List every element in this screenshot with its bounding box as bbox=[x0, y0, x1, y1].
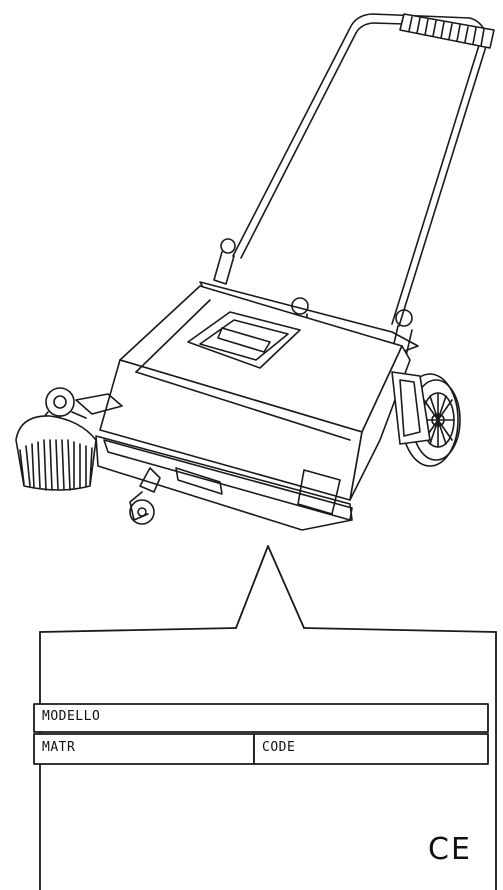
code-field bbox=[253, 733, 489, 765]
matr-label: MATR bbox=[42, 739, 76, 756]
modello-label: MODELLO bbox=[42, 708, 101, 725]
sweeper-body bbox=[95, 281, 419, 531]
modello-field bbox=[33, 703, 489, 733]
callout-pointer bbox=[235, 545, 305, 629]
rating-plate bbox=[33, 627, 497, 890]
side-brush bbox=[15, 387, 123, 491]
rear-wheel bbox=[391, 371, 461, 467]
caster-wheel bbox=[129, 467, 161, 525]
code-label: CODE bbox=[262, 739, 296, 756]
ce-mark: CE bbox=[428, 832, 472, 867]
handle-frame bbox=[232, 13, 495, 327]
matr-field bbox=[33, 733, 255, 765]
